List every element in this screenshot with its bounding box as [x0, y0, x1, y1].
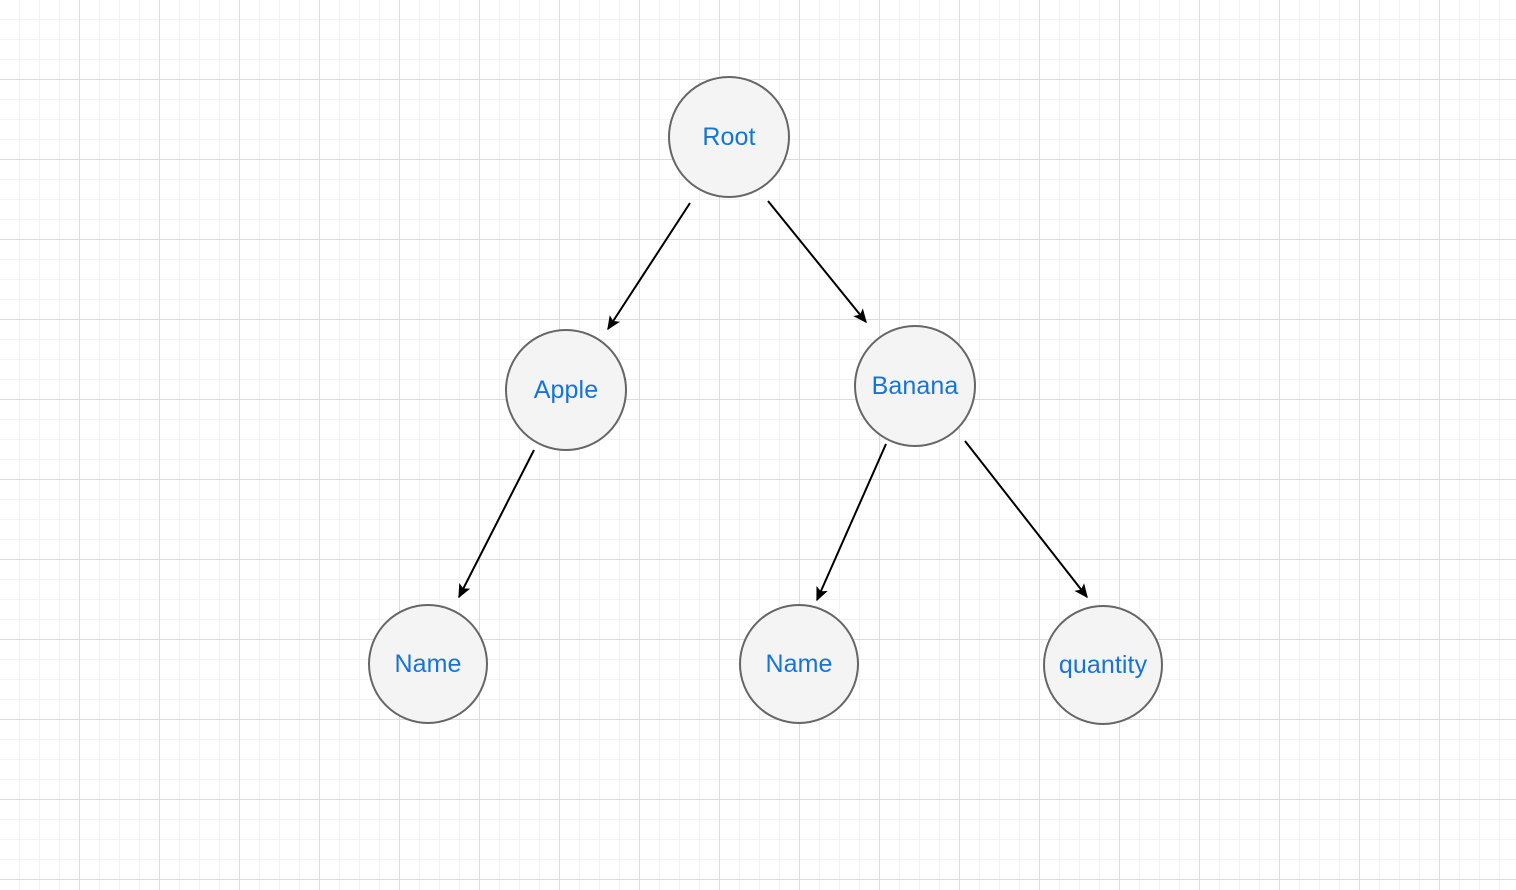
- node-name1[interactable]: Name: [368, 604, 488, 724]
- node-label-root: Root: [702, 122, 756, 151]
- node-root[interactable]: Root: [668, 76, 790, 198]
- edge-root-to-apple[interactable]: [607, 202, 691, 331]
- node-banana[interactable]: Banana: [854, 325, 976, 447]
- node-label-apple: Apple: [533, 375, 599, 404]
- node-apple[interactable]: Apple: [505, 329, 627, 451]
- edge-apple-to-name1[interactable]: [458, 449, 535, 599]
- node-label-name1: Name: [394, 649, 462, 678]
- node-label-quantity: quantity: [1058, 650, 1148, 679]
- node-label-banana: Banana: [871, 371, 959, 400]
- edge-root-to-banana[interactable]: [767, 200, 867, 324]
- edge-banana-to-quantity[interactable]: [964, 440, 1088, 599]
- node-quantity[interactable]: quantity: [1043, 605, 1163, 725]
- edge-banana-to-name2[interactable]: [816, 443, 887, 602]
- node-name2[interactable]: Name: [739, 604, 859, 724]
- node-label-name2: Name: [765, 649, 833, 678]
